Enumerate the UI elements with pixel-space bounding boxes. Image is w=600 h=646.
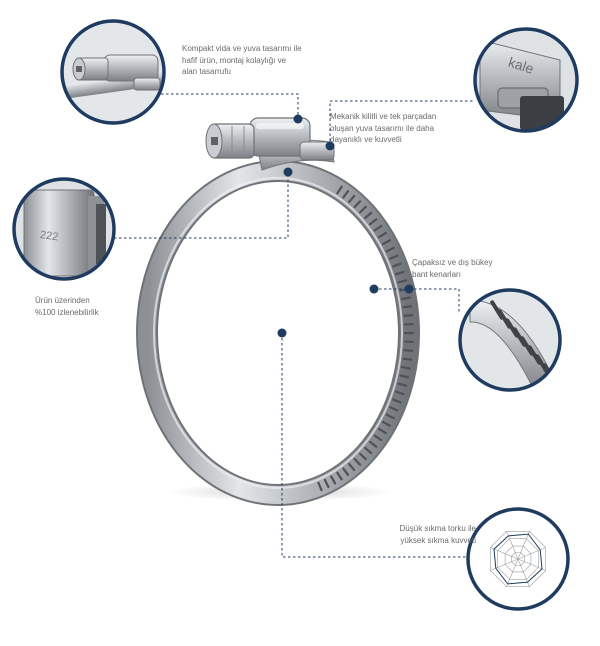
marker-traceability — [283, 167, 293, 177]
perforation-slot — [368, 440, 378, 448]
detail-circle-mechanical-lock: kale — [473, 27, 579, 133]
radar-chart-icon — [489, 530, 547, 588]
perforation-slot — [385, 413, 395, 420]
perforation-slot — [342, 467, 350, 476]
perforation-slot — [403, 314, 414, 317]
perforation-slot — [377, 231, 387, 239]
perforation-slot — [364, 211, 373, 220]
marker-compact-screw — [293, 114, 303, 124]
detail-circle-torque — [466, 507, 570, 611]
radar-spoke — [517, 531, 530, 560]
perforation-slot — [385, 246, 395, 253]
perforation-slot — [399, 374, 410, 379]
perforation-slot — [342, 190, 350, 199]
perforation-slot — [402, 357, 413, 361]
perforation-slot — [404, 331, 414, 335]
perforation-slot — [373, 224, 383, 232]
callout-band-edges: Çapaksız ve dış bükey bant kenarları — [412, 258, 493, 279]
perforation-slot — [330, 475, 337, 485]
radar-spoke — [517, 558, 546, 571]
perforation-slot — [347, 462, 356, 472]
band-perforations — [317, 185, 414, 492]
perforation-slot — [403, 322, 414, 326]
radar-value-shape — [493, 533, 543, 585]
leader-band-edges — [374, 288, 460, 312]
radar-spoke — [490, 547, 519, 560]
detail-circle-traceability: 222 — [12, 177, 116, 281]
perforation-slot — [389, 254, 399, 260]
perforation-slot — [364, 446, 373, 455]
radar-spoke — [517, 547, 546, 560]
radar-spoke — [490, 558, 519, 571]
perforation-slot — [353, 457, 362, 466]
perforation-slot — [402, 305, 413, 309]
band-edge-slot — [550, 372, 561, 391]
perforation-slot — [392, 398, 402, 404]
callout-torque: Düşük sıkma torku ile yüksek sıkma kuvve… — [399, 524, 476, 545]
clamp-screw-head — [205, 123, 255, 159]
marker-dots — [277, 114, 414, 338]
perforation-slot — [336, 185, 343, 195]
perforation-slot — [317, 481, 323, 492]
perforation-slot — [368, 218, 378, 226]
stamp-text: 222 — [39, 229, 59, 243]
marker-band-edge-right — [404, 284, 414, 294]
callout-traceability: Ürün üzerinden %100 izlenebilirlik — [35, 296, 99, 317]
perforation-slot — [394, 270, 405, 276]
perforation-slot — [353, 200, 362, 209]
perforation-slot — [397, 279, 408, 284]
brand-text: kale — [506, 54, 536, 77]
perforation-slot — [403, 349, 414, 352]
marker-band-edge-left — [369, 284, 379, 294]
perforation-slot — [392, 262, 402, 268]
perforation-slot — [389, 406, 399, 412]
leader-compact-screw — [161, 93, 299, 119]
perforation-slot — [358, 205, 367, 214]
perforation-slot — [397, 382, 408, 387]
leader-torque — [281, 333, 466, 558]
perforation-slot — [373, 434, 383, 442]
marker-mechanical-lock — [325, 141, 335, 151]
callout-mechanical-lock: Mekanik kilitli ve tek parçadan oluşan y… — [330, 112, 437, 144]
perforation-slot — [400, 365, 411, 370]
perforation-slot — [377, 427, 387, 435]
perforation-slot — [403, 340, 414, 344]
perforation-slot — [336, 471, 343, 481]
perforation-slot — [381, 420, 392, 427]
leader-mechanical-lock — [329, 100, 474, 146]
perforation-slot — [394, 390, 405, 396]
clamp-housing — [249, 117, 335, 171]
detail-circle-compact-screw — [60, 19, 166, 125]
radar-spoke — [506, 558, 519, 587]
perforation-slot — [358, 452, 367, 461]
perforation-slot — [400, 296, 411, 301]
perforation-slot — [347, 194, 356, 204]
perforation-slot — [381, 239, 392, 246]
callout-compact-screw: Kompakt vida ve yuva tasarımı ile hafif … — [182, 44, 302, 76]
marker-torque — [277, 328, 287, 338]
perforation-slot — [323, 478, 330, 489]
leader-lines — [114, 93, 474, 558]
detail-circle-band-edges — [458, 288, 562, 392]
